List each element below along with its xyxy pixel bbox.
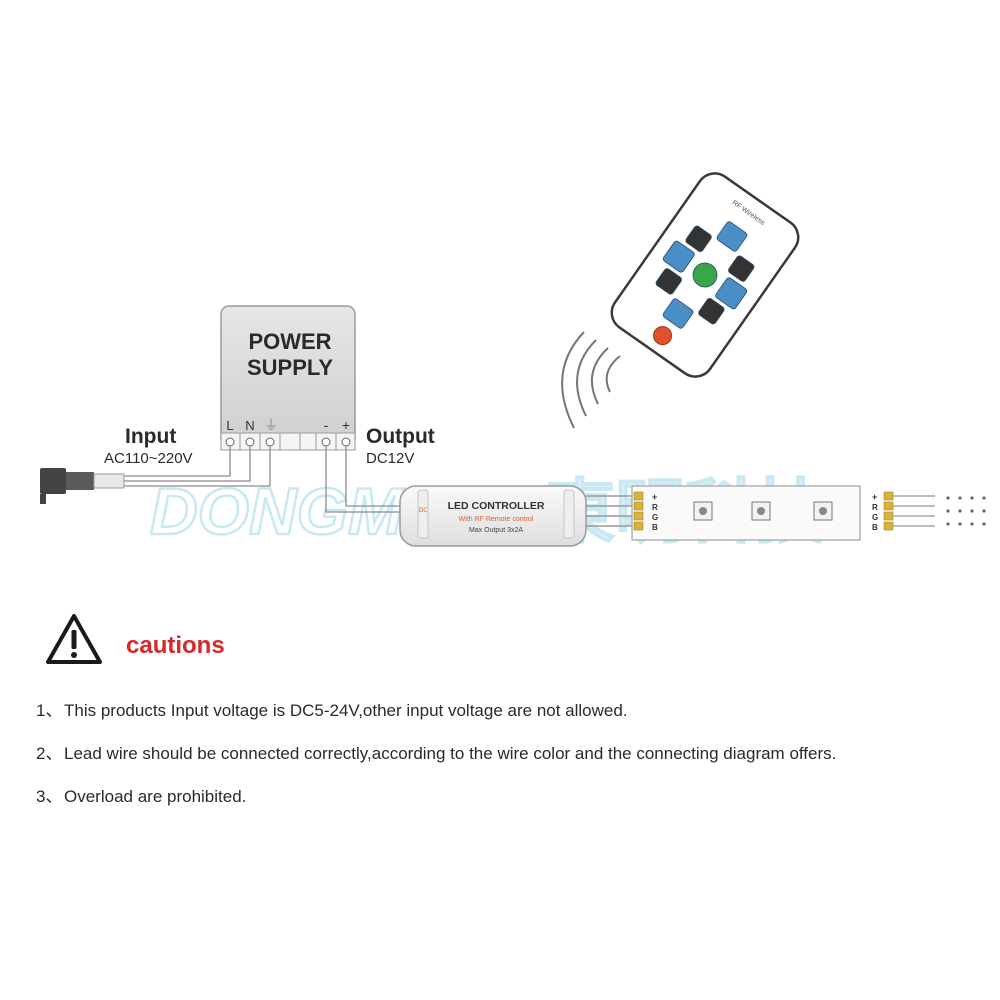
plug-icon	[40, 468, 125, 504]
rf-signal-icon	[561, 331, 621, 429]
terminal-label-plus: +	[342, 417, 350, 433]
power-supply-title-line1: POWER	[248, 329, 331, 354]
controller-subtitle: With RF Remote control	[459, 516, 534, 523]
controller-title: LED CONTROLLER	[448, 500, 545, 512]
strip-out-pin-g: G	[872, 513, 878, 522]
continuation-dots	[946, 496, 986, 526]
warning-icon	[46, 614, 102, 664]
power-supply-title-line2: SUPPLY	[247, 355, 333, 380]
terminal-label-n: N	[245, 418, 254, 433]
led-controller: DC LED CONTROLLER With RF Remote control…	[399, 485, 587, 547]
list-item-text: Overload are prohibited.	[64, 787, 247, 806]
list-item-number: 1、	[36, 701, 63, 720]
cautions-section: cautions 1、This products Input voltage i…	[0, 600, 1000, 1000]
list-item-number: 3、	[36, 787, 63, 806]
terminal-label-minus: -	[324, 417, 329, 433]
terminal-screw-n	[245, 437, 255, 447]
terminal-screw-plus	[341, 437, 351, 447]
list-item-text: This products Input voltage is DC5-24V,o…	[64, 701, 628, 720]
controller-rating: Max Output 3x2A	[469, 527, 523, 534]
strip-pin-plus: +	[652, 492, 657, 502]
wiring-diagram: DONGMING 東明科技 POWER SUPPLY L N ⏚ - +	[40, 172, 986, 554]
strip-out-pin-r: R	[872, 503, 878, 512]
terminal-screw-minus	[321, 437, 331, 447]
strip-pin-b: B	[652, 523, 658, 532]
controller-output-wires	[586, 495, 632, 527]
input-spec: AC110~220V	[104, 450, 193, 467]
list-item: 3、Overload are prohibited.	[36, 786, 836, 829]
remote-power-button	[653, 326, 673, 346]
terminal-screw-l	[225, 437, 235, 447]
list-item-number: 2、	[36, 744, 63, 763]
list-item: 2、Lead wire should be connected correctl…	[36, 743, 836, 786]
list-item: 1、This products Input voltage is DC5-24V…	[36, 700, 836, 743]
list-item-text: Lead wire should be connected correctly,…	[64, 744, 837, 763]
input-wires	[124, 446, 271, 487]
terminal-screw-ground	[265, 437, 275, 447]
svg-text:DC: DC	[419, 507, 428, 514]
strip-pin-r: R	[652, 503, 658, 512]
terminal-label-l: L	[226, 418, 233, 433]
input-label: Input	[125, 425, 176, 448]
strip-out-pin-b: B	[872, 523, 878, 532]
led-strip: + R G B + R G B	[631, 485, 986, 541]
cautions-list: 1、This products Input voltage is DC5-24V…	[36, 700, 836, 829]
cautions-title: cautions	[126, 632, 225, 659]
strip-out-pin-plus: +	[872, 492, 877, 502]
output-wires	[325, 446, 400, 513]
rf-remote: RF Wireless	[610, 172, 800, 378]
output-label: Output	[366, 425, 435, 448]
output-spec: DC12V	[366, 450, 414, 467]
strip-pin-g: G	[652, 513, 658, 522]
power-supply: POWER SUPPLY L N ⏚ - +	[220, 305, 356, 451]
ground-icon: ⏚	[264, 418, 278, 434]
